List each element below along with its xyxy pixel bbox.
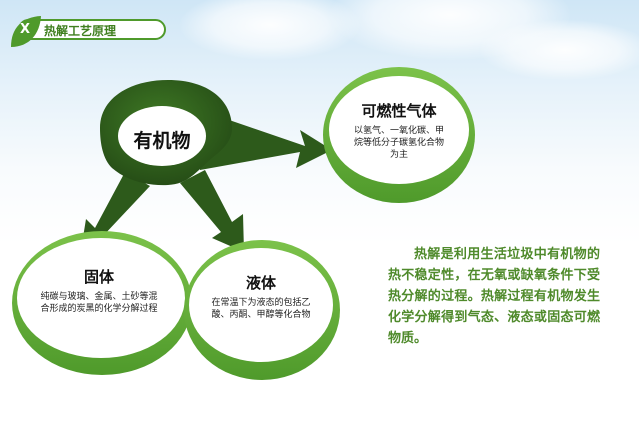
leaf-icon <box>11 16 41 47</box>
arrow-to-liquid <box>180 170 244 252</box>
solid-desc: 纯碳与玻璃、金属、土砂等混合形成的炭黑的化学分解过程 <box>40 292 158 314</box>
gas-title: 可燃性气体 <box>361 102 437 120</box>
page-title: 热解工艺原理 <box>44 24 117 38</box>
liquid-title: 液体 <box>245 274 276 292</box>
background-cloud <box>480 20 639 80</box>
liquid-desc: 在常温下为液态的包括乙酸、丙酮、甲醇等化合物 <box>211 298 311 320</box>
liquid-node: 液体 在常温下为液态的包括乙酸、丙酮、甲醇等化合物 <box>206 272 316 321</box>
arrow-to-gas <box>200 110 332 170</box>
header: X 热解工艺原理 <box>8 14 168 47</box>
gas-desc: 以氢气、一氧化碳、甲烷等低分子碳氢化合物为主 <box>353 126 444 160</box>
liquid-node-inner <box>189 248 333 362</box>
section-badge: X <box>19 22 31 37</box>
source-title: 有机物 <box>133 130 191 152</box>
solid-node: 固体 纯碳与玻璃、金属、土砂等混合形成的炭黑的化学分解过程 <box>40 266 158 315</box>
gas-node-inner <box>329 76 469 184</box>
background-cloud <box>180 0 360 60</box>
solid-node-inner <box>17 238 185 358</box>
gas-node: 可燃性气体 以氢气、一氧化碳、甲烷等低分子碳氢化合物为主 <box>352 100 446 161</box>
source-node: 有机物 <box>118 126 206 153</box>
description-paragraph: 热解是利用生活垃圾中有机物的热不稳定性，在无氧或缺氧条件下受热分解的过程。热解过… <box>388 247 600 346</box>
solid-title: 固体 <box>83 268 114 286</box>
source-node-highlight <box>118 106 206 166</box>
